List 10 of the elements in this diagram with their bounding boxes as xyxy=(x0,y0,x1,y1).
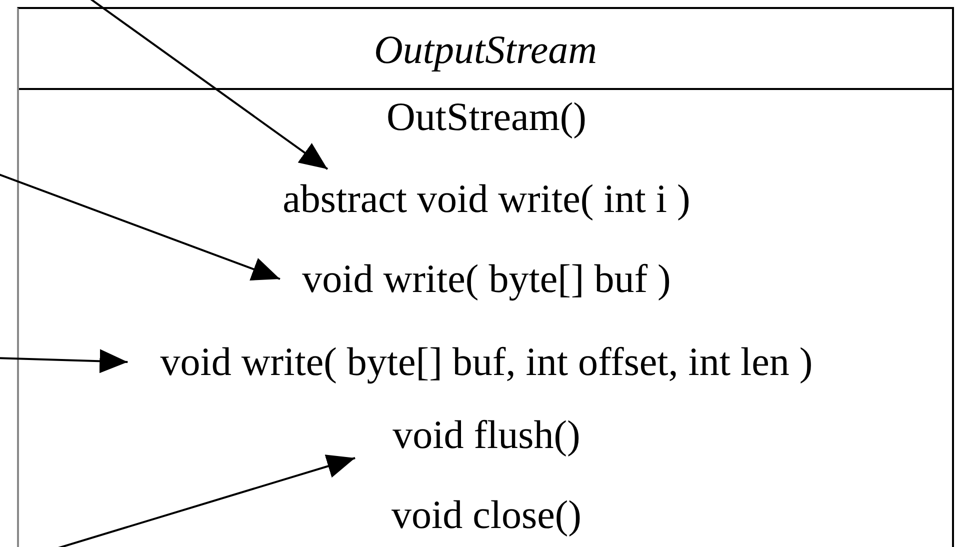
arrow xyxy=(0,172,280,280)
class-name: OutputStream xyxy=(373,27,598,73)
class-box xyxy=(17,7,954,547)
method-text: void write( byte[] buf, int offset, int len ) xyxy=(160,339,813,385)
arrow xyxy=(0,349,128,374)
method-text: abstract void write( int i ) xyxy=(282,176,690,222)
method-text: void write( byte[] buf ) xyxy=(302,256,671,302)
method-text: void flush() xyxy=(392,412,580,458)
method-text: void close() xyxy=(392,492,582,538)
method-text: OutStream() xyxy=(386,94,586,140)
